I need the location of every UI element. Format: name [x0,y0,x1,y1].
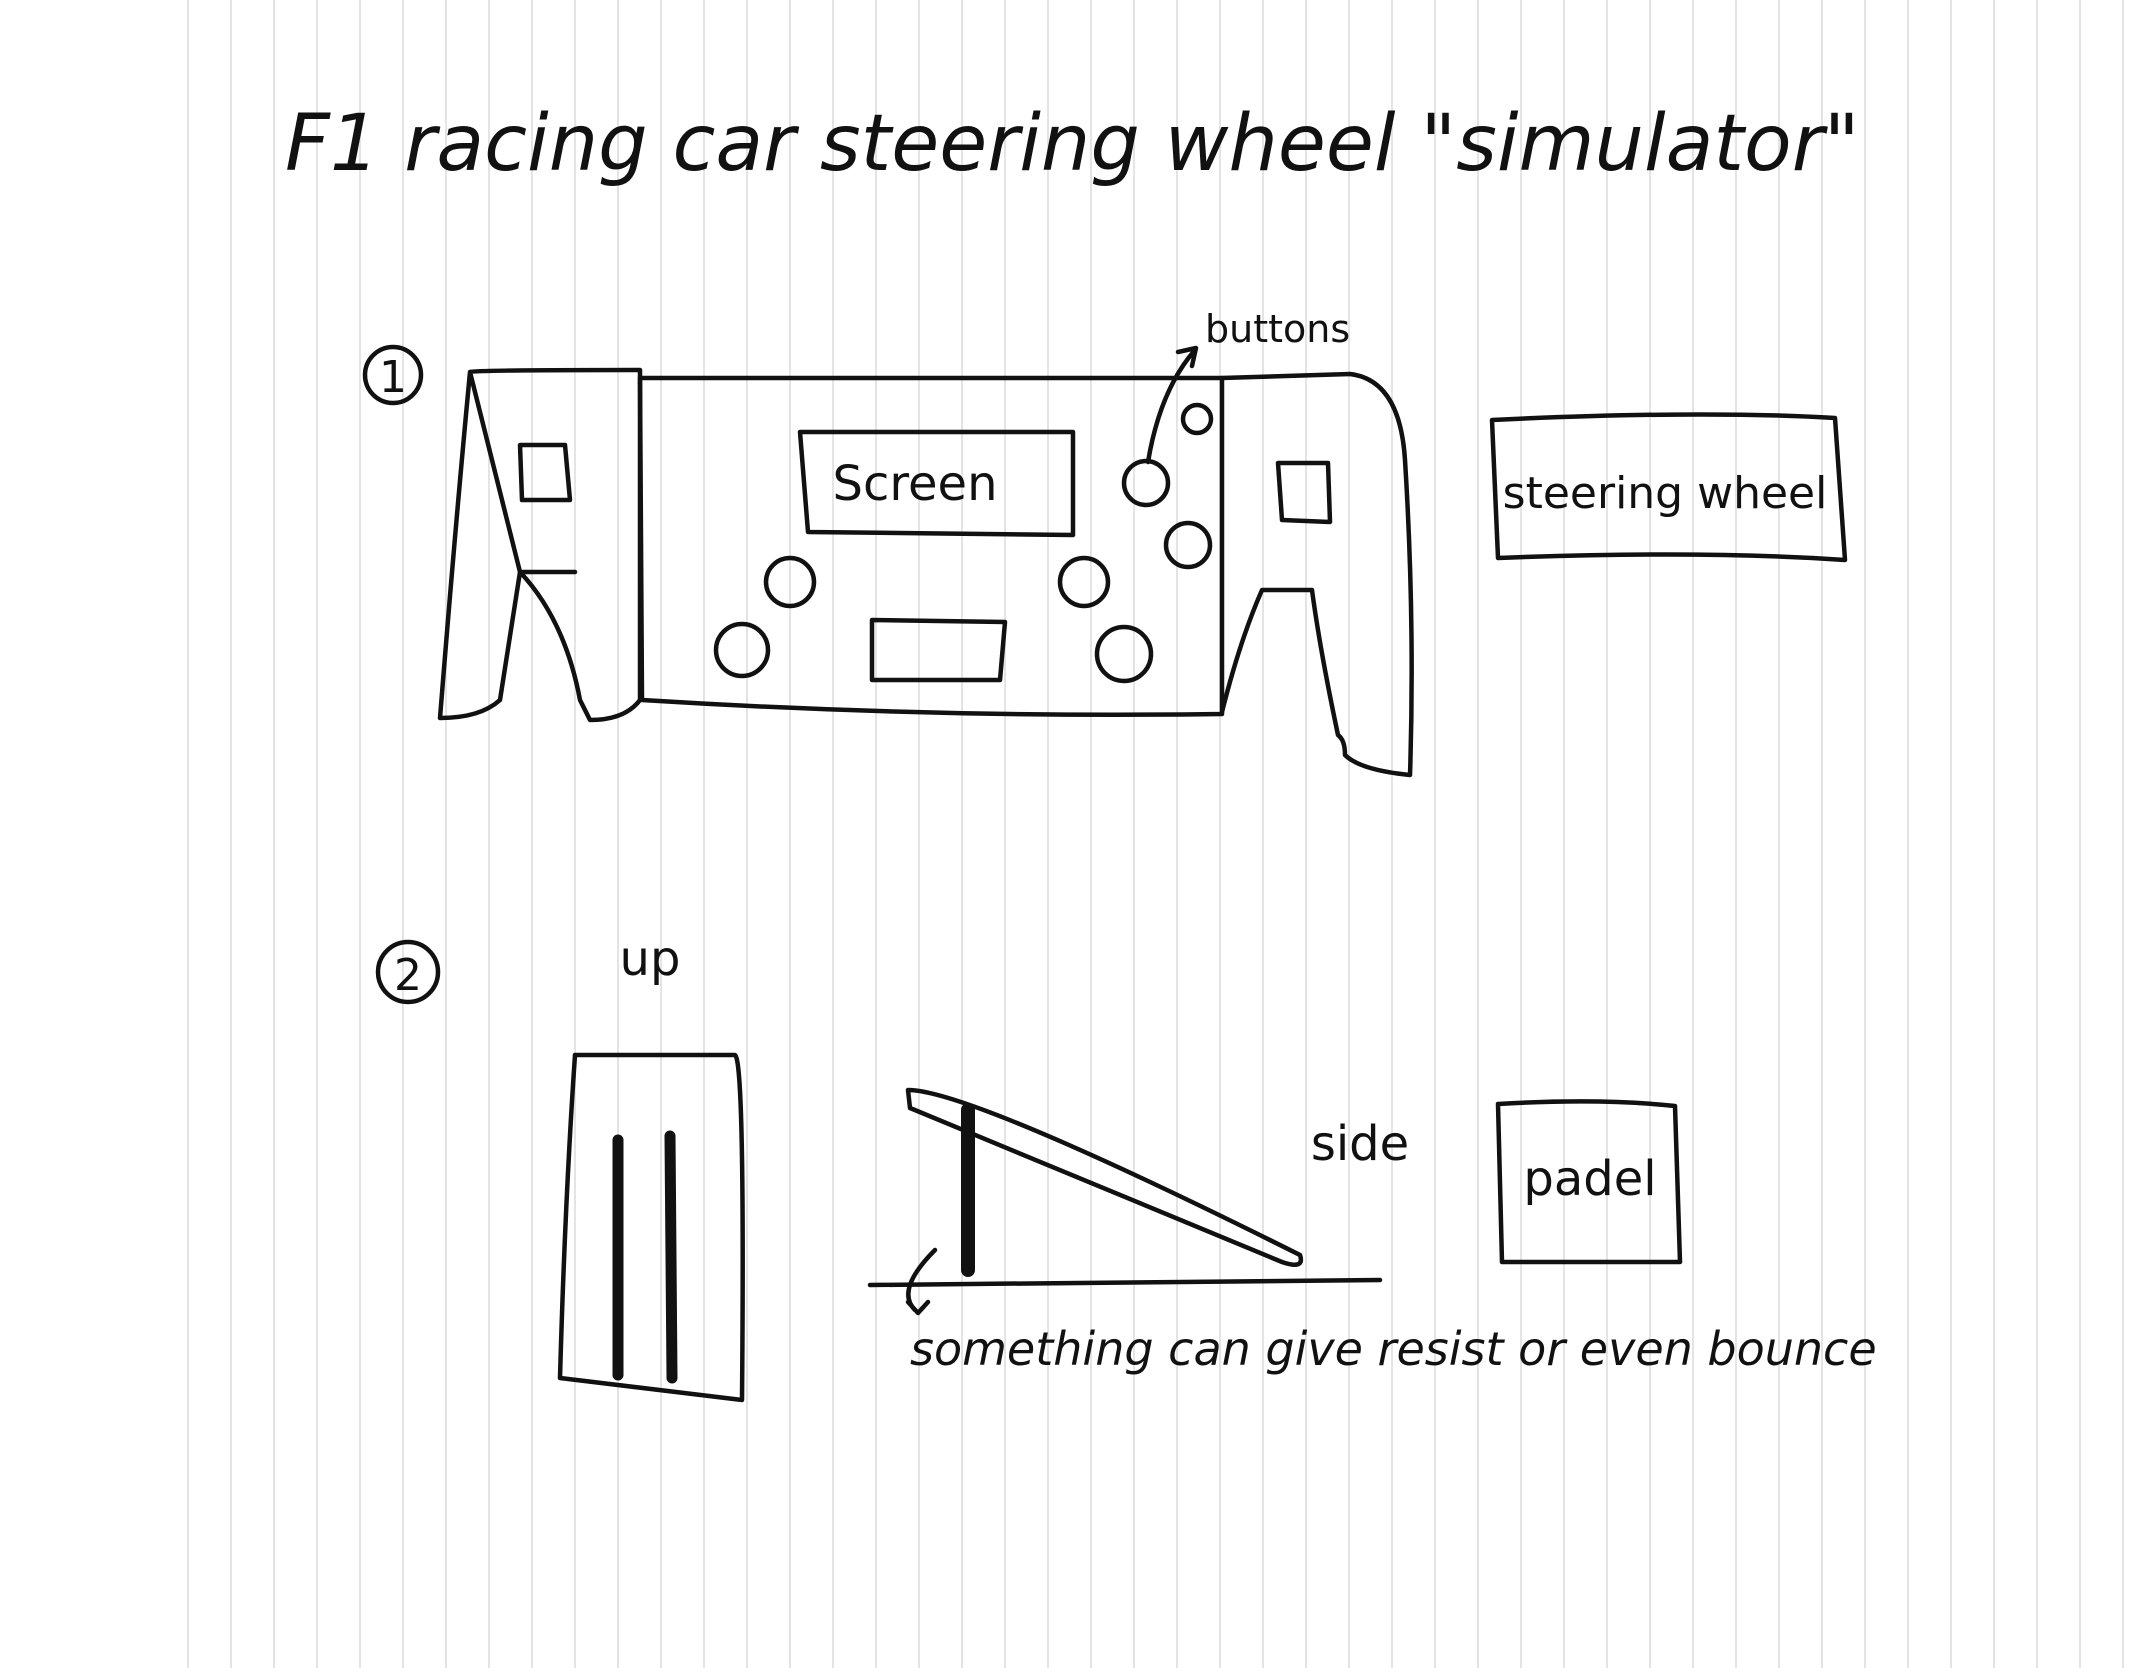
button-circle [763,555,817,609]
pedal-legend-box [1495,1099,1683,1265]
button-circle [1180,402,1214,436]
section-number-circle [375,939,441,1005]
section-number-circle [362,344,424,406]
wheel-center-body [637,375,1225,717]
buttons-arrow [1145,345,1199,465]
section-number: 2 [394,950,422,1001]
resistance-note: something can give resist or even bounce [910,1322,1877,1376]
button-circle [1121,458,1171,508]
section-2: 2 up side padel something can give resis… [375,931,1877,1403]
steering-wheel-legend: steering wheel [1503,468,1828,519]
screen-rectangle [797,429,1076,538]
side-view-label: side [1311,1116,1409,1172]
support-arrow [905,1247,938,1316]
notebook-rule-lines [187,0,2124,1668]
right-grip [1219,371,1414,778]
screen-label: Screen [832,456,997,512]
left-grip [437,367,643,723]
up-view-label: up [620,931,681,987]
pedal-bar [664,1130,678,1384]
right-grip-hole [1275,460,1333,525]
button-circle [1057,555,1111,609]
pedal-legend: padel [1523,1151,1656,1207]
button-circle [1163,520,1213,570]
section-1: 1 Screen buttons steering wheel [362,307,1848,778]
pedal-up-view [557,1052,745,1403]
pedal-side-plate [905,1087,1304,1268]
lower-display [869,617,1008,683]
buttons-label: buttons [1205,307,1350,351]
button-circle [1094,624,1154,684]
button-circle [713,621,771,679]
left-grip-hole [517,442,573,503]
steering-wheel-legend-box [1489,412,1848,563]
page-title: F1 racing car steering wheel "simulator" [285,99,1860,189]
ground-line [867,1277,1383,1288]
section-number: 1 [379,352,407,403]
